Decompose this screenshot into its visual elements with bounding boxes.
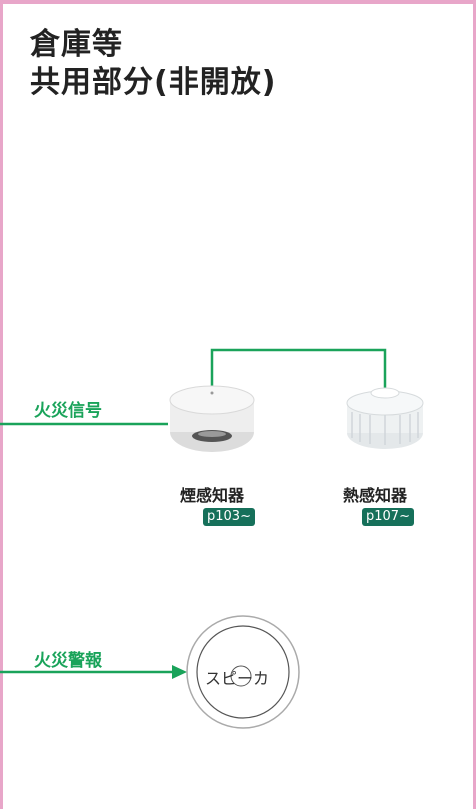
title-line-2: 共用部分(非開放) [30,65,277,100]
speaker-icon [186,615,300,729]
fire-signal-label: 火災信号 [34,401,102,421]
arrow-head [172,665,187,679]
speaker-label: スピーカ [204,669,269,688]
page-title: 倉庫等 共用部分(非開放) [30,26,276,102]
heat-detector-page-ref[interactable]: p107~ [362,508,414,526]
heat-detector-label: 熱感知器 [342,486,407,505]
title-line-1: 倉庫等 [30,27,123,62]
smoke-detector-label: 煙感知器 [179,486,244,505]
smoke-detector-icon [169,385,255,452]
heat-detector-icon [346,387,424,449]
fire-alarm-label: 火災警報 [34,651,102,671]
smoke-detector-page-ref[interactable]: p103~ [203,508,255,526]
detector-link-line [210,348,387,393]
